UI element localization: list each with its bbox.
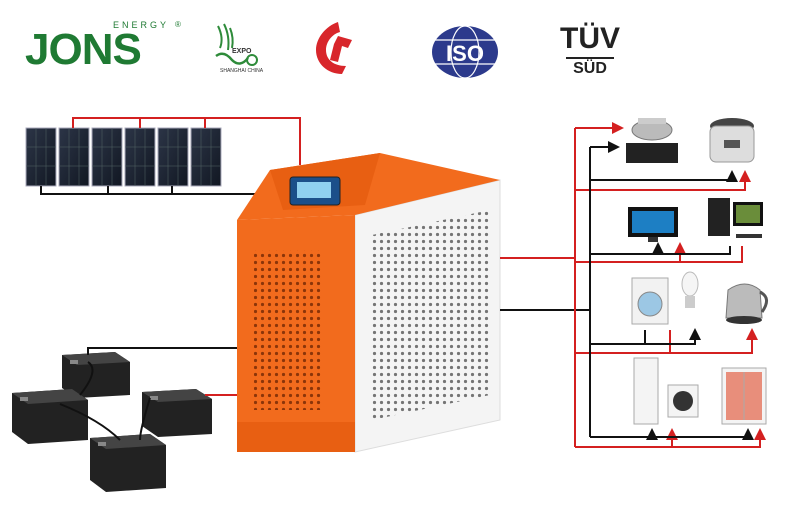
battery-icon — [142, 389, 212, 437]
expo-subtitle: SHANGHAI CHINA — [220, 68, 264, 74]
neutral-bus — [589, 141, 754, 440]
solar-panel-icon — [190, 127, 222, 187]
tuv-divider — [566, 57, 614, 59]
television-icon — [628, 207, 678, 242]
live-bus — [574, 122, 766, 448]
battery-icon — [62, 352, 130, 398]
desktop-computer-icon — [708, 198, 763, 238]
jons-energy-logo: ENERGY JONS ® — [25, 20, 185, 80]
battery-icon — [90, 434, 166, 492]
solar-panel-array — [25, 127, 222, 187]
ccc-certification-icon — [316, 22, 352, 74]
air-conditioner-icon — [633, 357, 699, 425]
solar-panel-icon — [91, 127, 123, 187]
induction-cooker-icon — [626, 118, 678, 163]
rice-cooker-icon — [709, 118, 755, 163]
iso-logo: ISO — [430, 24, 500, 80]
battery-bank — [12, 352, 212, 492]
brand-tagline: ENERGY — [113, 20, 170, 30]
tuv-logo: TÜV SÜD — [558, 24, 622, 80]
iso-globe-icon — [432, 25, 498, 79]
battery-icon — [12, 389, 88, 444]
tuv-label: TÜV — [560, 22, 620, 55]
expo-emblem-icon — [215, 23, 258, 66]
solar-panel-icon — [25, 127, 57, 187]
brand-name: JONS — [25, 25, 142, 74]
electric-kettle-icon — [725, 283, 768, 324]
solar-panel-icon — [58, 127, 90, 187]
tuv-sublabel: SÜD — [573, 60, 607, 77]
registered-mark: ® — [175, 20, 181, 29]
solar-inverter-icon — [237, 153, 501, 453]
solar-panel-icon — [124, 127, 156, 187]
battery-negative-wire — [87, 347, 237, 355]
expo-title: EXPO — [232, 48, 252, 55]
expo-logo: EXPO SHANGHAI CHINA — [210, 20, 270, 80]
light-bulb-icon — [681, 271, 699, 308]
ccc-logo — [308, 18, 358, 78]
refrigerator-icon — [721, 367, 767, 425]
panel-wiring — [40, 117, 301, 195]
solar-panel-icon — [157, 127, 189, 187]
iso-label: ISO — [446, 41, 484, 66]
washing-machine-icon — [631, 277, 669, 325]
